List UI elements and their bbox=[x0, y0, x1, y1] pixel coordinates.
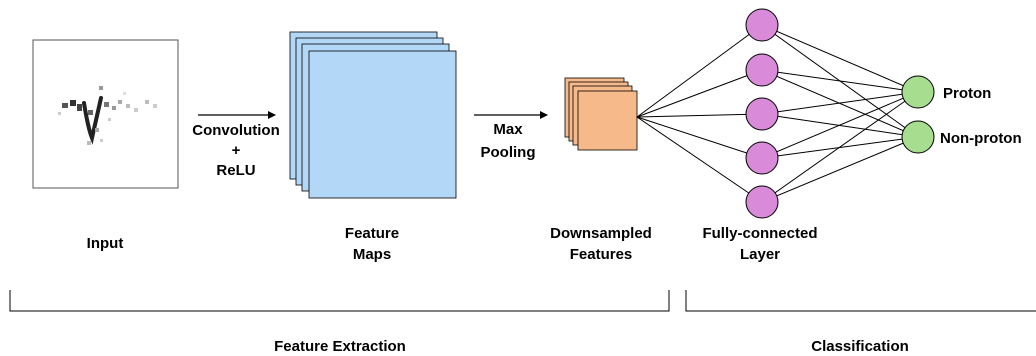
downsampled-map-4 bbox=[577, 90, 638, 151]
conv-label-2: + bbox=[232, 142, 241, 159]
hidden-to-output-edge bbox=[761, 24, 919, 93]
input-to-hidden-edge bbox=[636, 116, 763, 203]
input-image bbox=[32, 39, 179, 189]
downsampled-stack bbox=[564, 77, 638, 151]
hidden-node bbox=[745, 8, 779, 42]
output-node-non-proton bbox=[901, 120, 935, 154]
classification-label: Classification bbox=[811, 338, 909, 355]
hidden-to-output-edge bbox=[761, 91, 919, 159]
feature-map-4 bbox=[308, 50, 457, 199]
conv-label-3: ReLU bbox=[216, 162, 255, 179]
hidden-to-output-edge bbox=[761, 69, 919, 93]
feature-maps-label-2: Maps bbox=[353, 246, 391, 263]
input-label: Input bbox=[87, 235, 124, 252]
network-edges bbox=[636, 24, 919, 203]
feature-maps-stack bbox=[289, 31, 457, 199]
output-label-non-proton: Non-proton bbox=[940, 130, 1022, 147]
hidden-node bbox=[745, 141, 779, 175]
classification-bracket bbox=[685, 290, 1036, 312]
fc-layer-label-1: Fully-connected bbox=[702, 225, 817, 242]
hidden-to-output-edge bbox=[761, 91, 919, 203]
pool-label-1: Max bbox=[493, 121, 523, 138]
hidden-to-output-edge bbox=[761, 91, 919, 115]
fc-layer-label-2: Layer bbox=[740, 246, 780, 263]
hidden-to-output-edge bbox=[761, 136, 919, 203]
input-to-hidden-edge bbox=[636, 113, 763, 118]
feature-maps-label-1: Feature bbox=[345, 225, 399, 242]
hidden-node bbox=[745, 185, 779, 219]
output-label-proton: Proton bbox=[943, 85, 991, 102]
input-to-hidden-edge bbox=[636, 24, 763, 118]
hidden-layer bbox=[745, 8, 779, 219]
downsampled-label-1: Downsampled bbox=[550, 225, 652, 242]
conv-label-1: Convolution bbox=[192, 122, 279, 139]
pool-label-2: Pooling bbox=[481, 144, 536, 161]
feature-extraction-label: Feature Extraction bbox=[274, 338, 406, 355]
output-node-proton bbox=[901, 75, 935, 109]
feature-extraction-bracket bbox=[9, 290, 670, 312]
output-layer bbox=[901, 75, 935, 154]
hidden-node bbox=[745, 53, 779, 87]
input-to-hidden-edge bbox=[636, 116, 763, 159]
downsampled-label-2: Features bbox=[570, 246, 633, 263]
input-to-hidden-edge bbox=[636, 69, 763, 118]
hidden-node bbox=[745, 97, 779, 131]
input-track-pattern bbox=[58, 86, 157, 145]
